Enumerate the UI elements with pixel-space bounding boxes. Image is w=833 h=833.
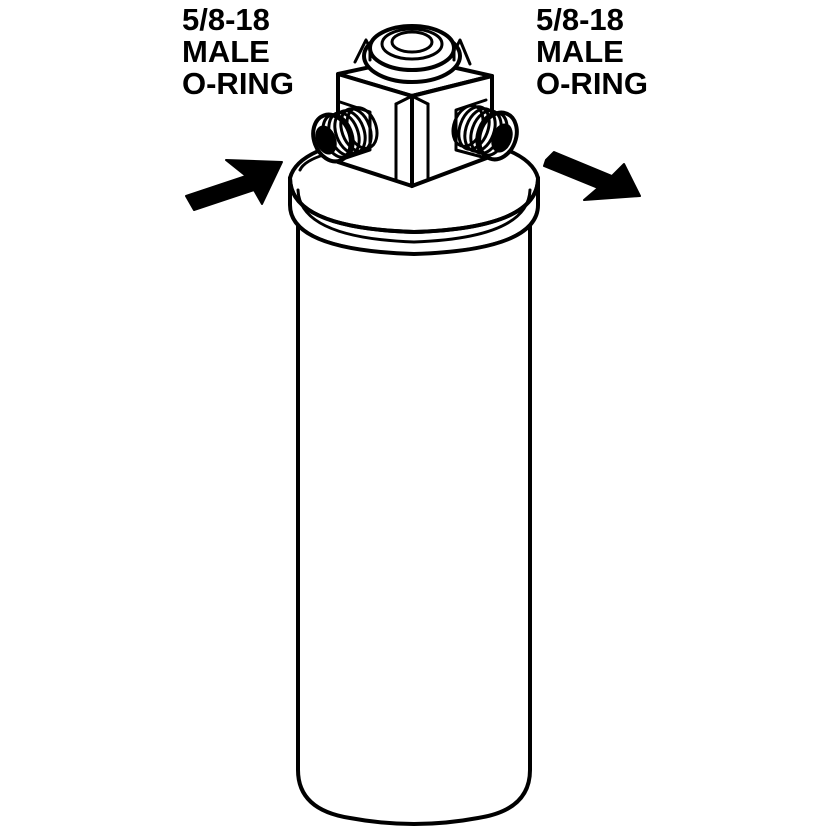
- left-port-gender: MALE: [182, 34, 270, 69]
- right-threaded-port: [451, 98, 519, 162]
- cylinder-body: [296, 213, 532, 826]
- right-port-label: 5/8-18 MALE O-RING: [536, 4, 648, 100]
- right-port-gender: MALE: [536, 34, 624, 69]
- left-port-thread-size: 5/8-18: [182, 2, 270, 37]
- top-cap: [362, 24, 462, 84]
- left-port-seal-type: O-RING: [182, 66, 294, 101]
- left-port-label: 5/8-18 MALE O-RING: [182, 4, 294, 100]
- arrow-in-icon: [185, 159, 283, 211]
- right-port-thread-size: 5/8-18: [536, 2, 624, 37]
- arrow-out-icon: [543, 151, 641, 201]
- right-port-seal-type: O-RING: [536, 66, 648, 101]
- left-threaded-port: [311, 100, 379, 164]
